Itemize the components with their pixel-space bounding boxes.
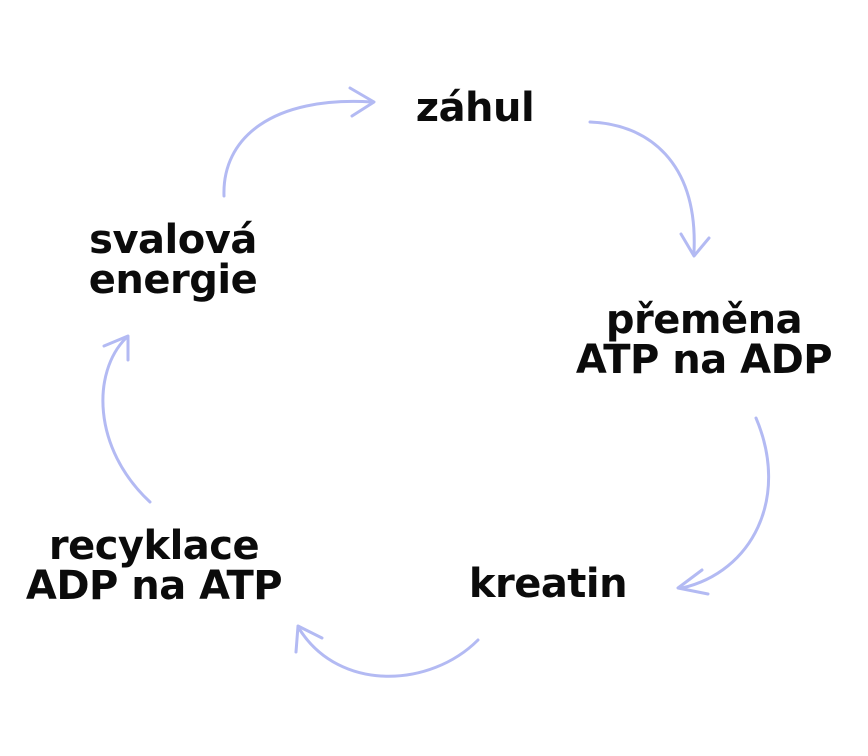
node-premena: přeměna ATP na ADP xyxy=(556,300,852,380)
node-zahul: záhul xyxy=(380,88,570,128)
node-svalova: svalová energie xyxy=(60,220,286,300)
node-svalova-line-2: energie xyxy=(88,257,258,303)
arrow-premena-to-kreatin xyxy=(676,416,771,596)
node-kreatin: kreatin xyxy=(438,564,658,604)
arrow-zahul-to-premena xyxy=(588,120,711,258)
arrow-recyklace-to-svalova xyxy=(101,334,152,504)
arrow-kreatin-to-recyklace xyxy=(294,624,480,678)
arrow-svalova-to-zahul xyxy=(222,86,376,198)
node-premena-line-2: ATP na ADP xyxy=(575,337,833,383)
node-recyklace-line-2: ADP na ATP xyxy=(25,563,283,609)
node-kreatin-line-1: kreatin xyxy=(468,561,628,607)
node-recyklace: recyklace ADP na ATP xyxy=(4,526,304,606)
node-premena-line-1: přeměna xyxy=(605,297,803,343)
node-svalova-line-1: svalová xyxy=(89,217,257,263)
node-zahul-line-1: záhul xyxy=(415,85,535,131)
node-recyklace-line-1: recyklace xyxy=(48,523,260,569)
